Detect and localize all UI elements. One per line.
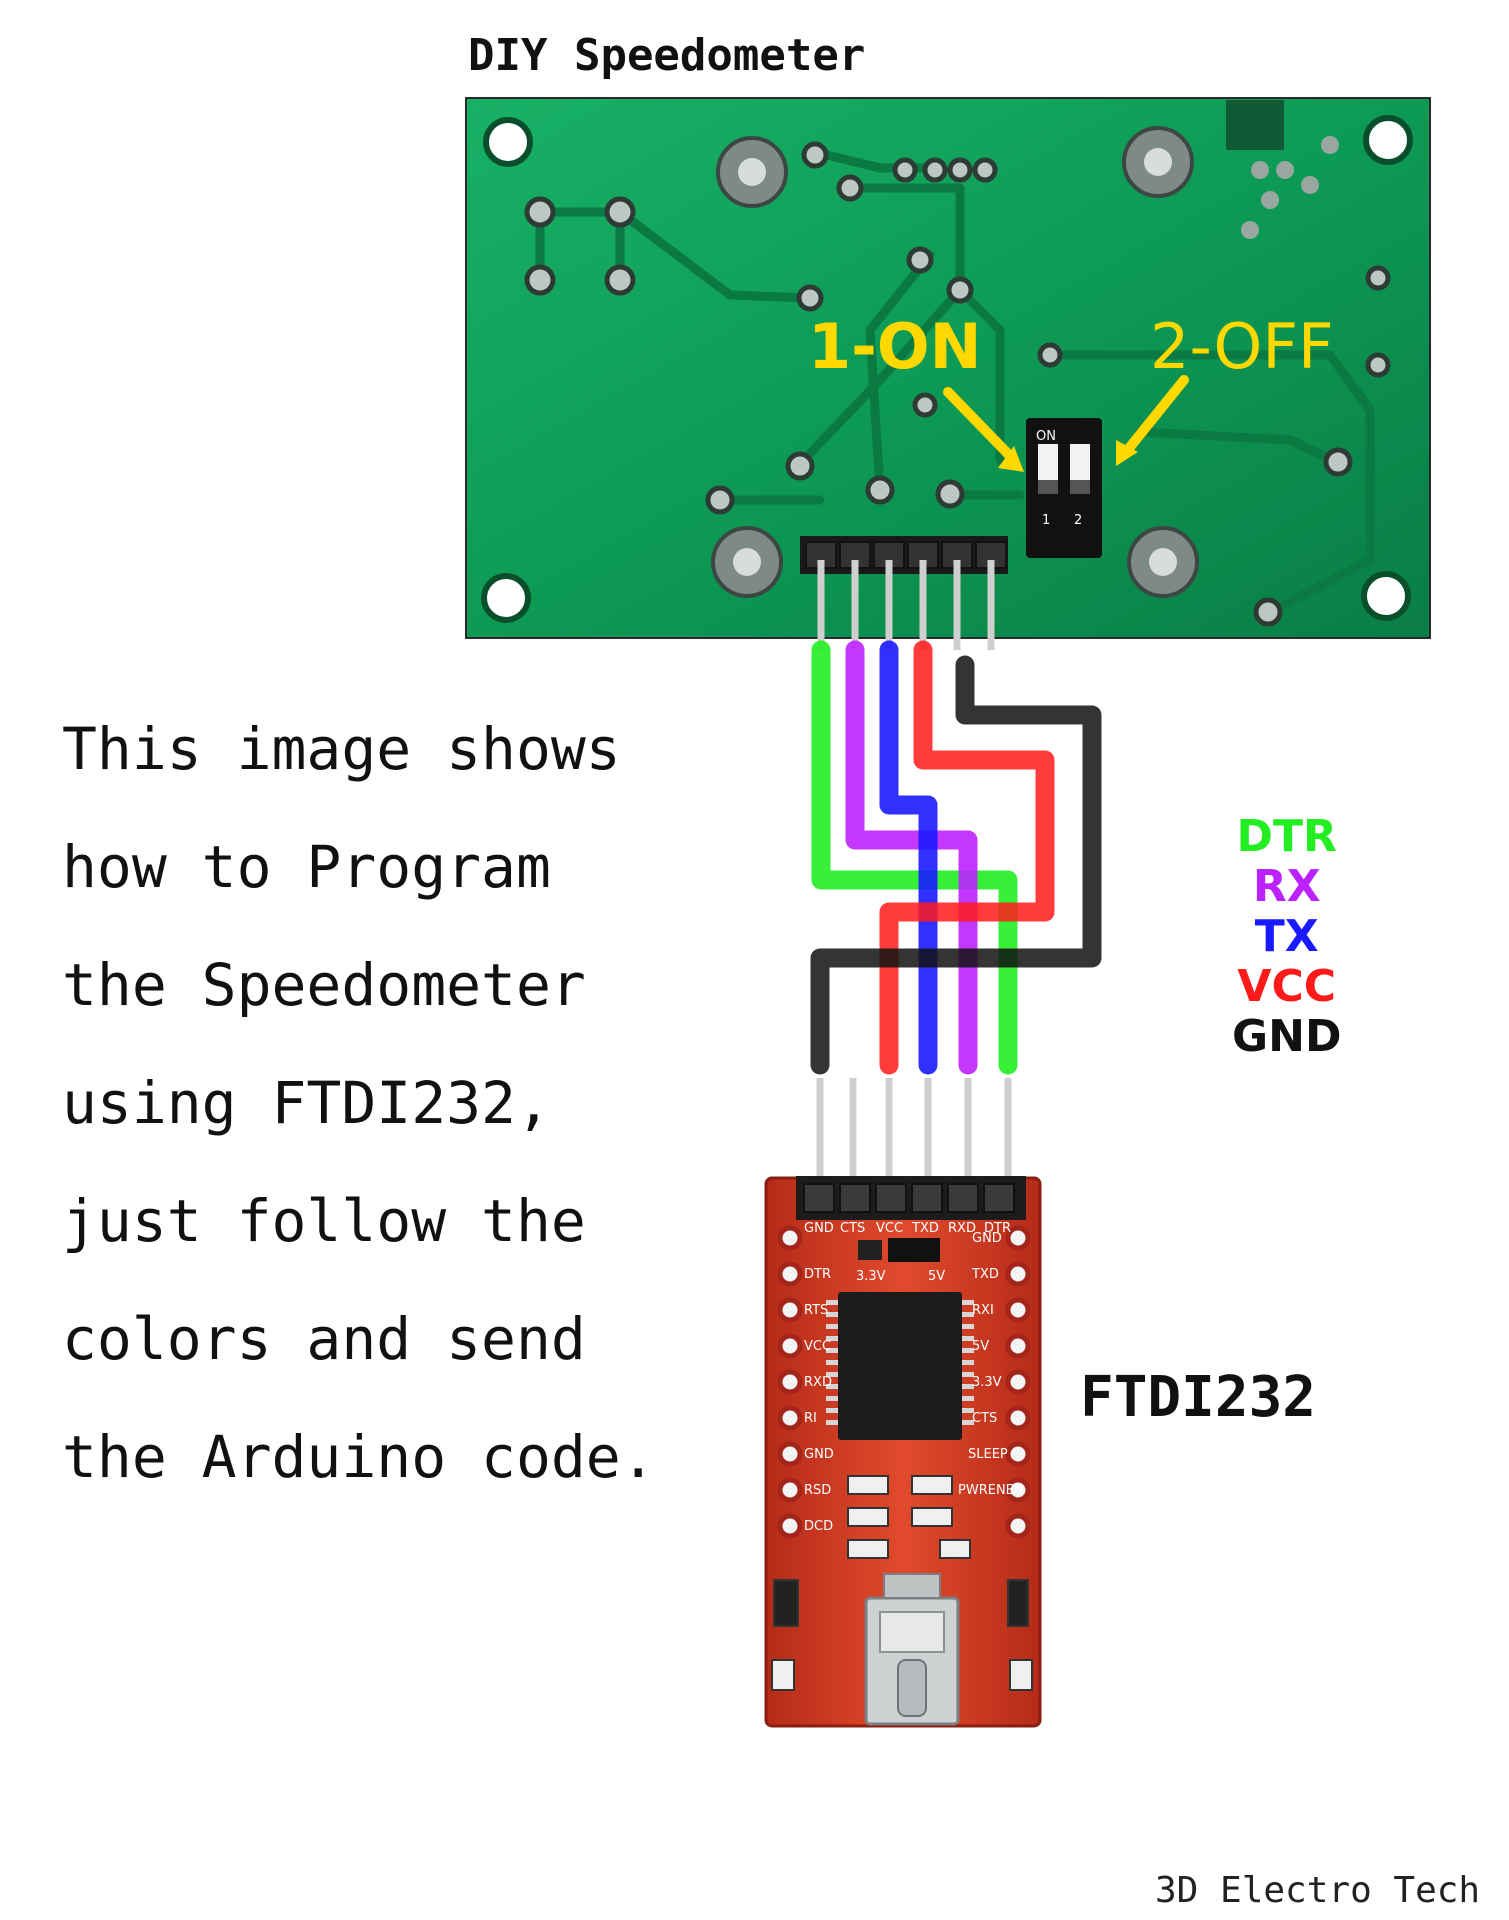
silk-right-rxi: RXI bbox=[972, 1303, 994, 1318]
wire-rx bbox=[855, 650, 968, 1065]
silk-jumper-5v: 5V bbox=[928, 1269, 945, 1284]
silk-right-sleep: SLEEP bbox=[968, 1447, 1008, 1462]
dip-label-1-on: 1-ON bbox=[808, 310, 981, 383]
description-line: just follow the bbox=[62, 1162, 742, 1280]
legend-gnd: GND bbox=[1232, 1012, 1341, 1062]
dip-num-1: 1 bbox=[1042, 513, 1050, 528]
silk-header-cts: CTS bbox=[840, 1221, 865, 1236]
legend-tx: TX bbox=[1232, 912, 1341, 962]
silk-left-ri: RI bbox=[804, 1411, 817, 1426]
description-line: colors and send bbox=[62, 1280, 742, 1398]
silk-right-txd: TXD bbox=[971, 1267, 999, 1282]
description-line: how to Program bbox=[62, 808, 742, 926]
legend-vcc: VCC bbox=[1232, 962, 1341, 1012]
silk-right-5v: 5V bbox=[972, 1339, 989, 1354]
silk-left-vcc: VCC bbox=[804, 1339, 831, 1354]
silk-header-vcc: VCC bbox=[876, 1221, 903, 1236]
dip-on-text: ON bbox=[1036, 429, 1056, 444]
silk-jumper-3v3: 3.3V bbox=[856, 1269, 886, 1284]
page-title: DIY Speedometer bbox=[468, 30, 865, 81]
silk-header-gnd: GND bbox=[804, 1221, 834, 1236]
ftdi-chip bbox=[838, 1292, 962, 1440]
mini-usb-connector bbox=[866, 1574, 958, 1724]
ftdi-pins bbox=[820, 1078, 1008, 1190]
silk-right-3v3: 3.3V bbox=[972, 1375, 1002, 1390]
silk-right-cts: CTS bbox=[972, 1411, 997, 1426]
silk-right-gnd: GND bbox=[972, 1231, 1002, 1246]
dip-label-2-off: 2-OFF bbox=[1150, 310, 1334, 383]
legend-rx: RX bbox=[1232, 862, 1341, 912]
dip-switch: ON 1 2 bbox=[1026, 418, 1102, 558]
description-line: the Speedometer bbox=[62, 926, 742, 1044]
silk-left-rxd: RXD bbox=[804, 1375, 832, 1390]
description: This image shows how to Program the Spee… bbox=[62, 690, 742, 1516]
credit-text: 3D Electro Tech bbox=[1155, 1870, 1480, 1911]
silk-right-pwren: PWRENEN bbox=[958, 1483, 1024, 1498]
silk-left-dcd: DCD bbox=[804, 1519, 833, 1534]
legend-dtr: DTR bbox=[1232, 812, 1341, 862]
ftdi-label: FTDI232 bbox=[1080, 1365, 1316, 1430]
description-line: using FTDI232, bbox=[62, 1044, 742, 1162]
silk-left-rts: RTS bbox=[804, 1303, 828, 1318]
pcb-header bbox=[800, 536, 1008, 574]
wires bbox=[820, 650, 1092, 1065]
wire-legend: DTR RX TX VCC GND bbox=[1232, 812, 1341, 1062]
silk-header-txd: TXD bbox=[911, 1221, 939, 1236]
silk-left-gnd: GND bbox=[804, 1447, 834, 1462]
description-line: the Arduino code. bbox=[62, 1398, 742, 1516]
dip-num-2: 2 bbox=[1074, 513, 1082, 528]
silk-left-rsd: RSD bbox=[804, 1483, 831, 1498]
description-line: This image shows bbox=[62, 690, 742, 808]
silk-left-dtr: DTR bbox=[804, 1267, 831, 1282]
